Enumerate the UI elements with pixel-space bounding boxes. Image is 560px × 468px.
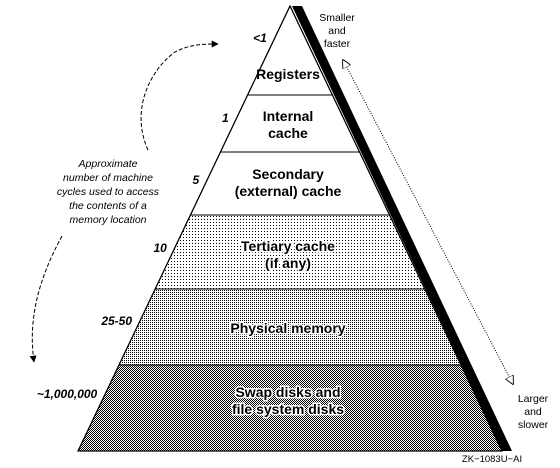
annotation-arrow-down [29,235,63,363]
tier-label: Swap disks and [235,384,340,400]
bottom-note-line: Larger [518,393,549,405]
bottom-note-line: and [524,406,542,418]
annotation-arrow-up [140,40,219,151]
cycle-count-label: <1 [253,31,267,45]
figure-id-label: ZK−1083U−AI [462,454,522,465]
annotation-line: Approximate [78,158,138,170]
cycle-count-label: 10 [153,241,167,255]
tier-label: (if any) [265,255,311,271]
tier-label: (external) cache [235,183,342,199]
annotation-text: Approximate number of machine cycles used … [57,158,160,226]
bottom-note-line: slower [518,419,549,431]
tier-label: file system disks [232,401,344,417]
cycle-count-label: 5 [193,173,200,187]
tier-label: Registers [256,66,320,82]
tier-label: Secondary [252,166,324,182]
cycle-count-label: 25-50 [100,314,132,328]
top-note-line: Smaller [319,12,355,24]
annotation-line: cycles used to access [57,186,160,198]
tier-label: Tertiary cache [241,238,335,254]
cycle-count-label: ~1,000,000 [37,387,98,401]
tier-label: Physical memory [230,320,345,336]
top-note-line: faster [324,38,351,50]
tier-label: cache [268,125,308,141]
cycle-labels-layer: <1 1 5 10 25-50 ~1,000,000 [37,31,267,401]
tier-labels-layer: RegistersInternalcacheSecondary(external… [229,66,347,419]
annotation-line: memory location [69,214,146,226]
annotation-line: number of machine [63,172,153,184]
top-note-line: and [328,25,346,37]
size-speed-arrow [343,60,513,384]
annotation-line: the contents of a [69,200,147,212]
tier-label: Internal [263,108,314,124]
cycle-count-label: 1 [222,111,229,125]
